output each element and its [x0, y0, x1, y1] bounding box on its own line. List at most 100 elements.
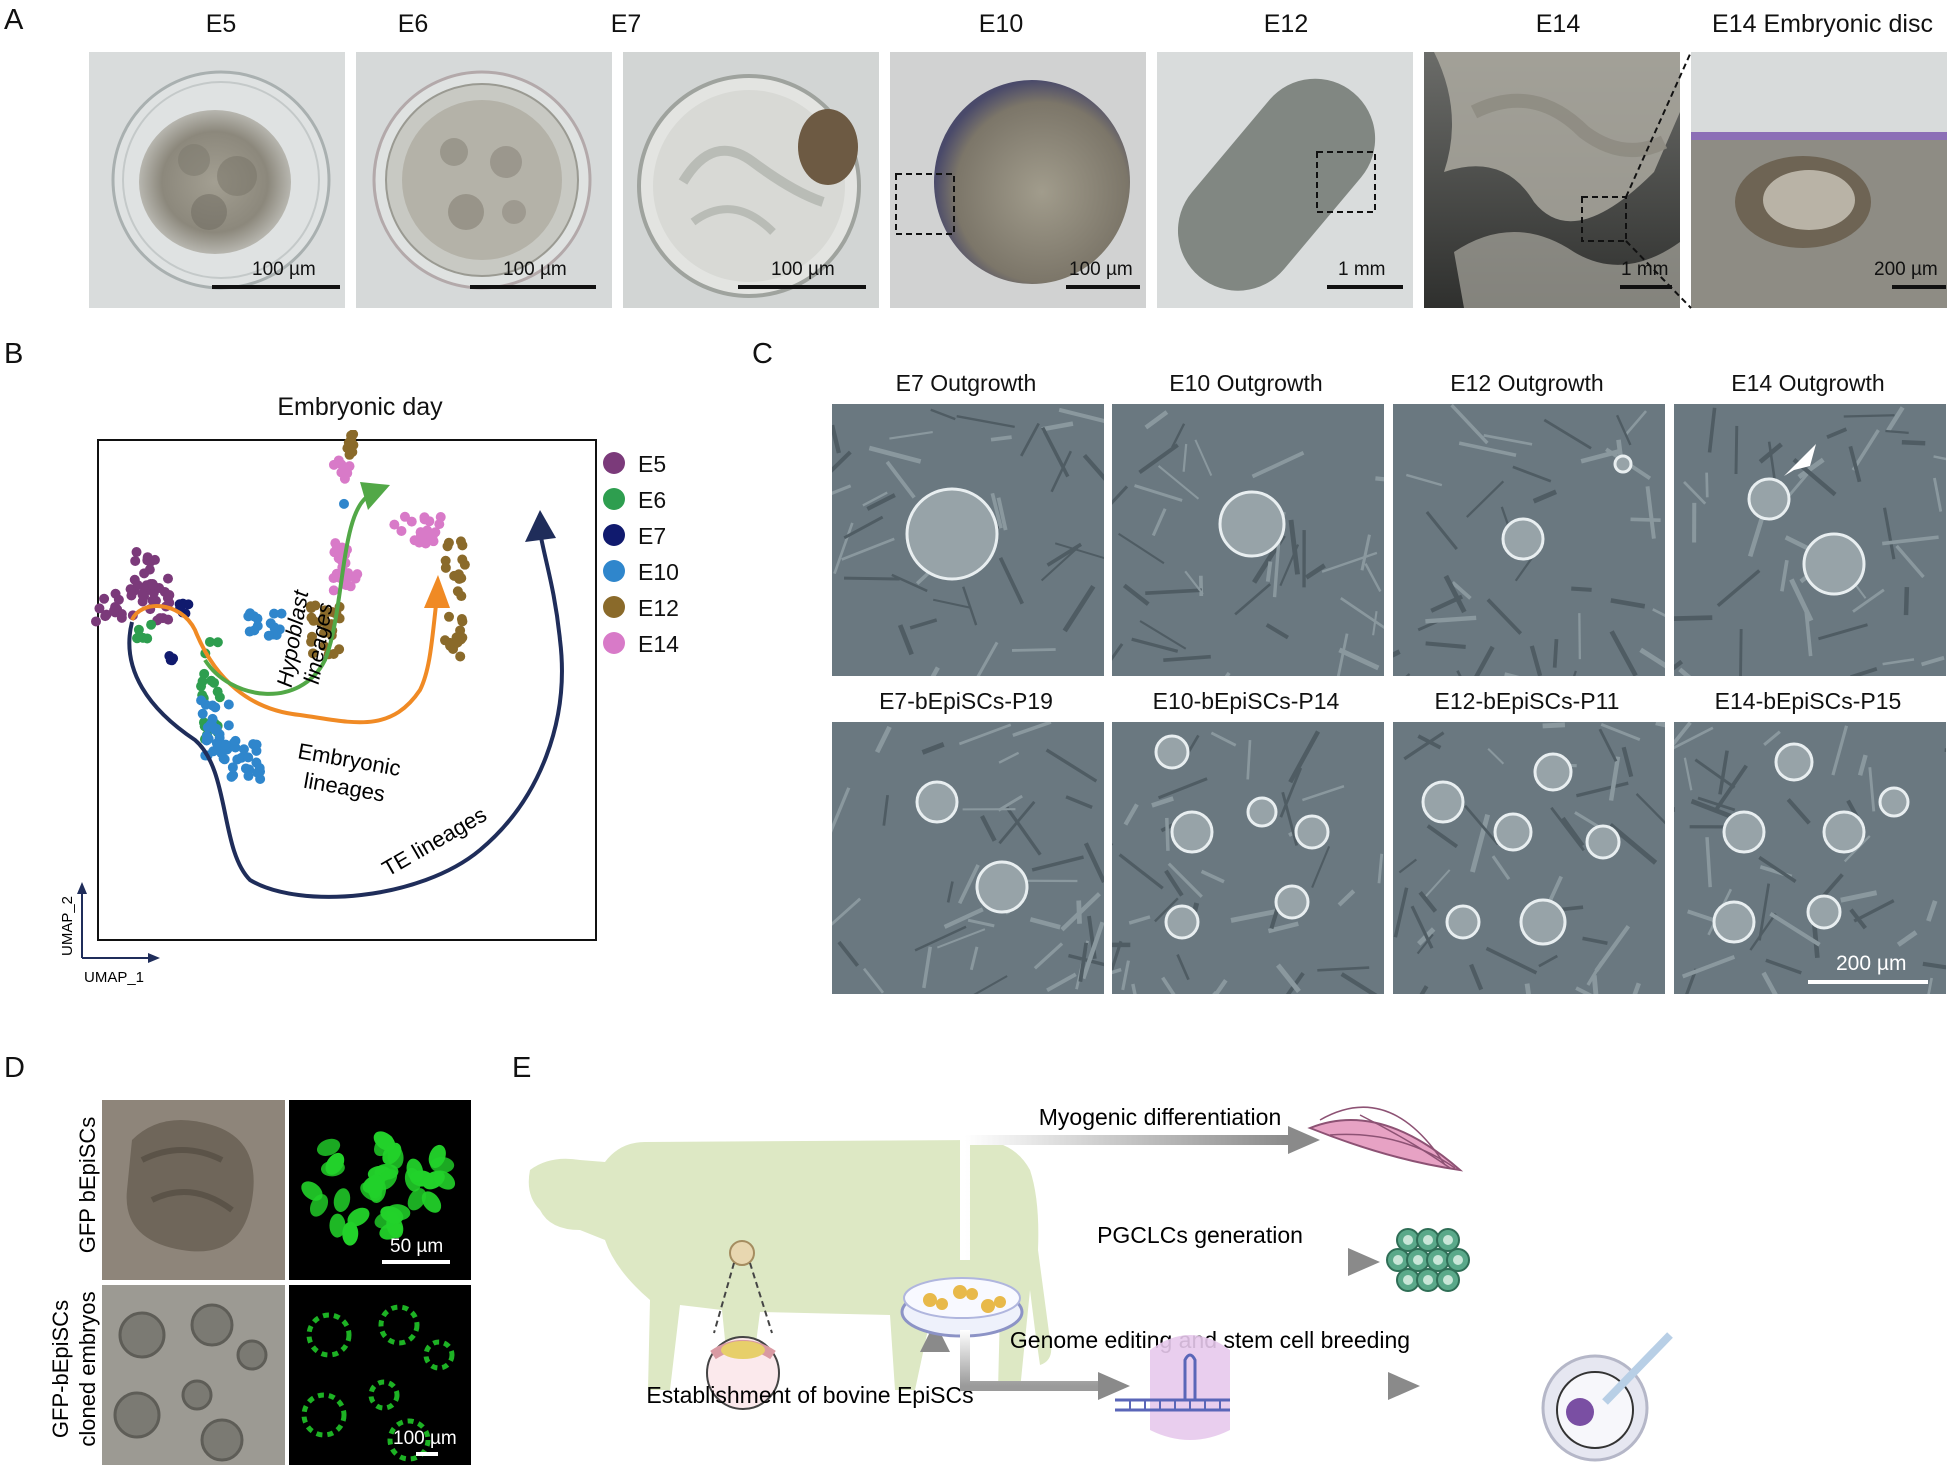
scale-bar-d-top [382, 1260, 450, 1264]
legend-dot-e10 [603, 560, 625, 582]
c-img-e12-outgrowth [1393, 404, 1665, 676]
umap-point [345, 461, 355, 471]
scale-bar-e7 [738, 285, 866, 289]
c-img-e7-outgrowth [832, 404, 1104, 676]
legend-label-e10: E10 [638, 559, 679, 586]
umap-point [224, 720, 234, 730]
umap-point [350, 574, 360, 584]
legend-dot-e6 [603, 488, 625, 510]
umap-point [330, 538, 340, 548]
c-title-e14-outgrowth: E14 Outgrowth [1672, 370, 1944, 397]
umap-point [457, 555, 467, 565]
scale-text-d-bottom: 100 µm [393, 1428, 457, 1450]
umap-point [196, 695, 206, 705]
c-img-e12-p11 [1393, 722, 1665, 994]
scale-text-e6: 100 µm [503, 259, 567, 281]
legend-dot-e5 [603, 452, 625, 474]
umap-point [249, 611, 259, 621]
c-img-e7-p19 [832, 722, 1104, 994]
scale-text-e7: 100 µm [771, 259, 835, 281]
umap-point [436, 512, 446, 522]
umap-point [428, 530, 438, 540]
umap-point [175, 599, 185, 609]
umap-frame [98, 440, 596, 940]
umap-point [146, 620, 156, 630]
umap-point [456, 591, 466, 601]
umap-point [454, 574, 464, 584]
oocyte-injection-icon [1543, 1335, 1670, 1460]
umap-point [421, 538, 431, 548]
umap-point [209, 678, 219, 688]
legend-label-e5: E5 [638, 451, 666, 478]
myogenic-label: Myogenic differentiation [1039, 1104, 1282, 1130]
pgclc-arrowhead [1348, 1248, 1380, 1276]
umap-point [239, 744, 249, 754]
umap-point [163, 574, 173, 584]
umap-y-label: UMAP_2 [59, 896, 76, 956]
d-row1-label: GFP bEpiSCs [75, 1117, 100, 1254]
scale-text-e5: 100 µm [252, 259, 316, 281]
stage-title-e5: E5 [171, 10, 271, 39]
umap-point [130, 556, 140, 566]
umap-point [456, 536, 466, 546]
scale-bar-e12 [1327, 285, 1403, 289]
zoom-lines [1600, 52, 1720, 312]
umap-point [94, 603, 104, 613]
scale-bar-c [1808, 980, 1928, 984]
stage-title-e10: E10 [936, 10, 1066, 39]
umap-point [215, 692, 225, 702]
scale-bar-e14-disc [1892, 285, 1946, 289]
umap-point [336, 467, 346, 477]
genome-arrowhead-1 [1098, 1372, 1130, 1400]
legend-dot-e7 [603, 524, 625, 546]
umap-point [198, 676, 208, 686]
c-img-e10-p14 [1112, 722, 1384, 994]
muscle-icon [1310, 1107, 1460, 1170]
umap-point [419, 512, 429, 522]
d-gfp-episc [289, 1100, 471, 1280]
scale-text-c: 200 µm [1836, 952, 1906, 976]
pgclc-label: PGCLCs generation [1097, 1222, 1303, 1248]
umap-point [255, 763, 265, 773]
umap-x-label: UMAP_1 [84, 969, 144, 986]
umap-point [252, 740, 262, 750]
legend-label-e7: E7 [638, 523, 666, 550]
umap-title: Embryonic day [220, 393, 500, 422]
c-title-e10-outgrowth: E10 Outgrowth [1110, 370, 1382, 397]
c-title-e7-outgrowth: E7 Outgrowth [830, 370, 1102, 397]
umap-point [145, 565, 155, 575]
umap-point [245, 627, 255, 637]
panel-label-d: D [4, 1052, 25, 1085]
legend-label-e12: E12 [638, 595, 679, 622]
umap-point [224, 700, 234, 710]
d-row-labels: GFP bEpiSCs GFP-bEpiSCs cloned embryos [40, 1095, 100, 1465]
stage-title-e12: E12 [1216, 10, 1356, 39]
scale-bar-d-bottom [416, 1452, 438, 1456]
scale-text-e14-disc: 200 µm [1874, 259, 1938, 281]
umap-point [329, 460, 339, 470]
umap-point [441, 563, 451, 573]
umap-point [220, 754, 230, 764]
umap-point [111, 589, 121, 599]
umap-point [132, 633, 142, 643]
c-title-e7-p19: E7-bEpiSCs-P19 [830, 688, 1102, 715]
umap-point [164, 590, 174, 600]
scale-text-d-top: 50 µm [390, 1236, 443, 1258]
umap-point [142, 633, 152, 643]
legend-label-e14: E14 [638, 631, 679, 658]
d-brightfield-episc [102, 1100, 285, 1280]
umap-point [99, 594, 109, 604]
umap-point [329, 547, 339, 557]
umap-point [221, 740, 231, 750]
umap-point [228, 762, 238, 772]
umap-point [457, 614, 467, 624]
stage-title-e14-disc: E14 Embryonic disc [1690, 10, 1955, 39]
stage-title-e14: E14 [1493, 10, 1623, 39]
d-row2-label-line1: GFP-bEpiSCs [48, 1300, 73, 1438]
panel-label-a: A [4, 4, 23, 37]
umap-point [444, 612, 454, 622]
umap-point [444, 538, 454, 548]
arrow-marker-icon [1780, 440, 1820, 480]
umap-point [339, 499, 349, 509]
